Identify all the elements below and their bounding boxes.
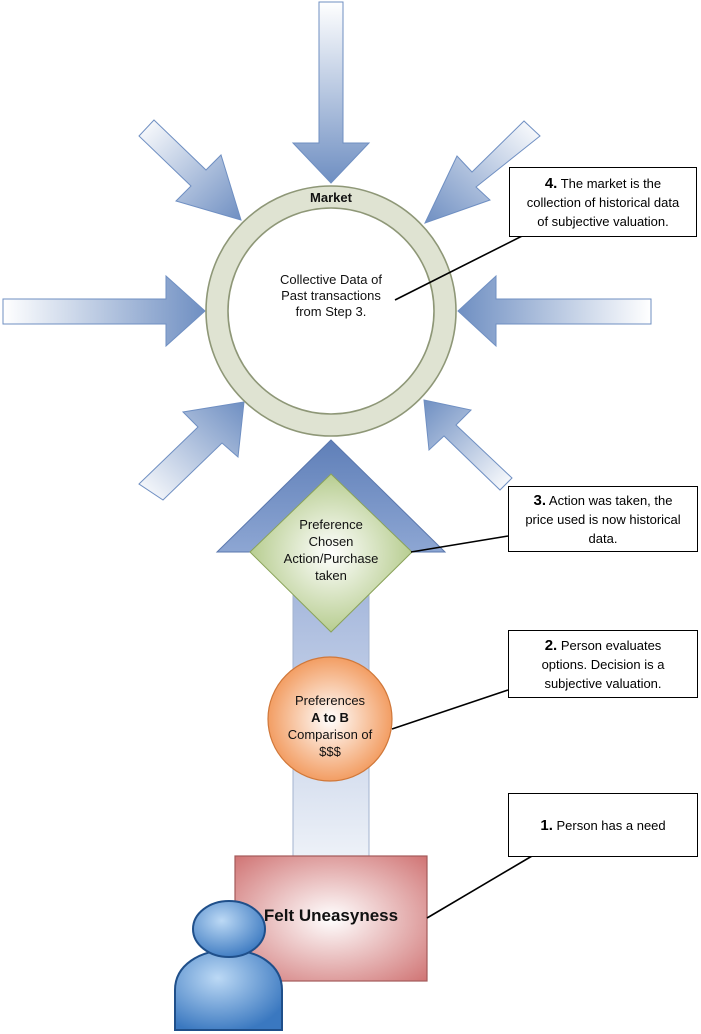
- callout-number: 2.: [544, 636, 558, 654]
- comparison-line-3: Comparison of: [287, 727, 373, 742]
- person-icon: [174, 900, 283, 1031]
- market-center-line: from Step 3.: [295, 304, 367, 319]
- comparison-text: Preferences A to B Comparison of $$$: [275, 692, 385, 760]
- market-center-line: Collective Data of: [280, 272, 382, 287]
- callout-text: data.: [588, 530, 618, 546]
- arrow-upper-left: [138, 119, 242, 221]
- connector-3: [410, 535, 509, 553]
- callout-text: price used is now historical: [525, 511, 681, 527]
- arrow-top: [291, 1, 371, 184]
- arrow-upper-right: [424, 120, 541, 224]
- preference-line: Action/Purchase: [283, 551, 379, 566]
- market-ring-inner-edge: [227, 207, 435, 415]
- callout-step-3: 3. Action was taken, the price used is n…: [508, 486, 698, 552]
- market-ring: [206, 186, 456, 436]
- callout-text: Person has a need: [556, 817, 666, 833]
- callout-number: 1.: [540, 816, 553, 834]
- uneasiness-label: Felt Uneasyness: [263, 906, 399, 925]
- market-center-text: Collective Data of Past transactions fro…: [251, 272, 411, 320]
- callout-number: 3.: [533, 491, 546, 509]
- market-ring-outer-edge: [205, 185, 457, 437]
- callout-text: of subjective valuation.: [537, 213, 669, 229]
- comparison-line-4: $$$: [319, 744, 341, 759]
- connector-2: [391, 689, 509, 730]
- preference-line: taken: [315, 568, 347, 583]
- callout-step-1: 1. Person has a need: [508, 793, 698, 857]
- callout-number: 4.: [544, 174, 558, 192]
- arrow-lower-right: [423, 399, 513, 491]
- callout-text: Action was taken, the: [548, 492, 673, 508]
- arrow-left: [2, 274, 206, 348]
- preference-line: Preference: [299, 517, 363, 532]
- market-center-line: Past transactions: [281, 288, 381, 303]
- callout-text: Person evaluates: [560, 637, 662, 653]
- callout-text: The market is the: [560, 175, 662, 191]
- callout-step-2: 2. Person evaluates options. Decision is…: [508, 630, 698, 698]
- callout-text: options. Decision is a: [541, 656, 665, 672]
- connector-4: [394, 229, 535, 301]
- comparison-line-2: A to B: [311, 710, 349, 725]
- arrow-right: [457, 274, 652, 348]
- preference-diamond: [249, 473, 413, 633]
- callout-step-4: 4. The market is the collection of histo…: [509, 167, 697, 237]
- comparison-line-1: Preferences: [294, 693, 366, 708]
- preference-text: Preference Chosen Action/Purchase taken: [271, 516, 391, 584]
- market-title: Market: [310, 190, 352, 205]
- comparison-circle: [267, 656, 393, 782]
- callout-text: collection of historical data: [526, 194, 680, 210]
- callout-text: subjective valuation.: [544, 675, 662, 691]
- preference-line: Chosen: [308, 534, 354, 549]
- arrow-lower-left: [138, 401, 245, 501]
- connector-1: [426, 855, 533, 919]
